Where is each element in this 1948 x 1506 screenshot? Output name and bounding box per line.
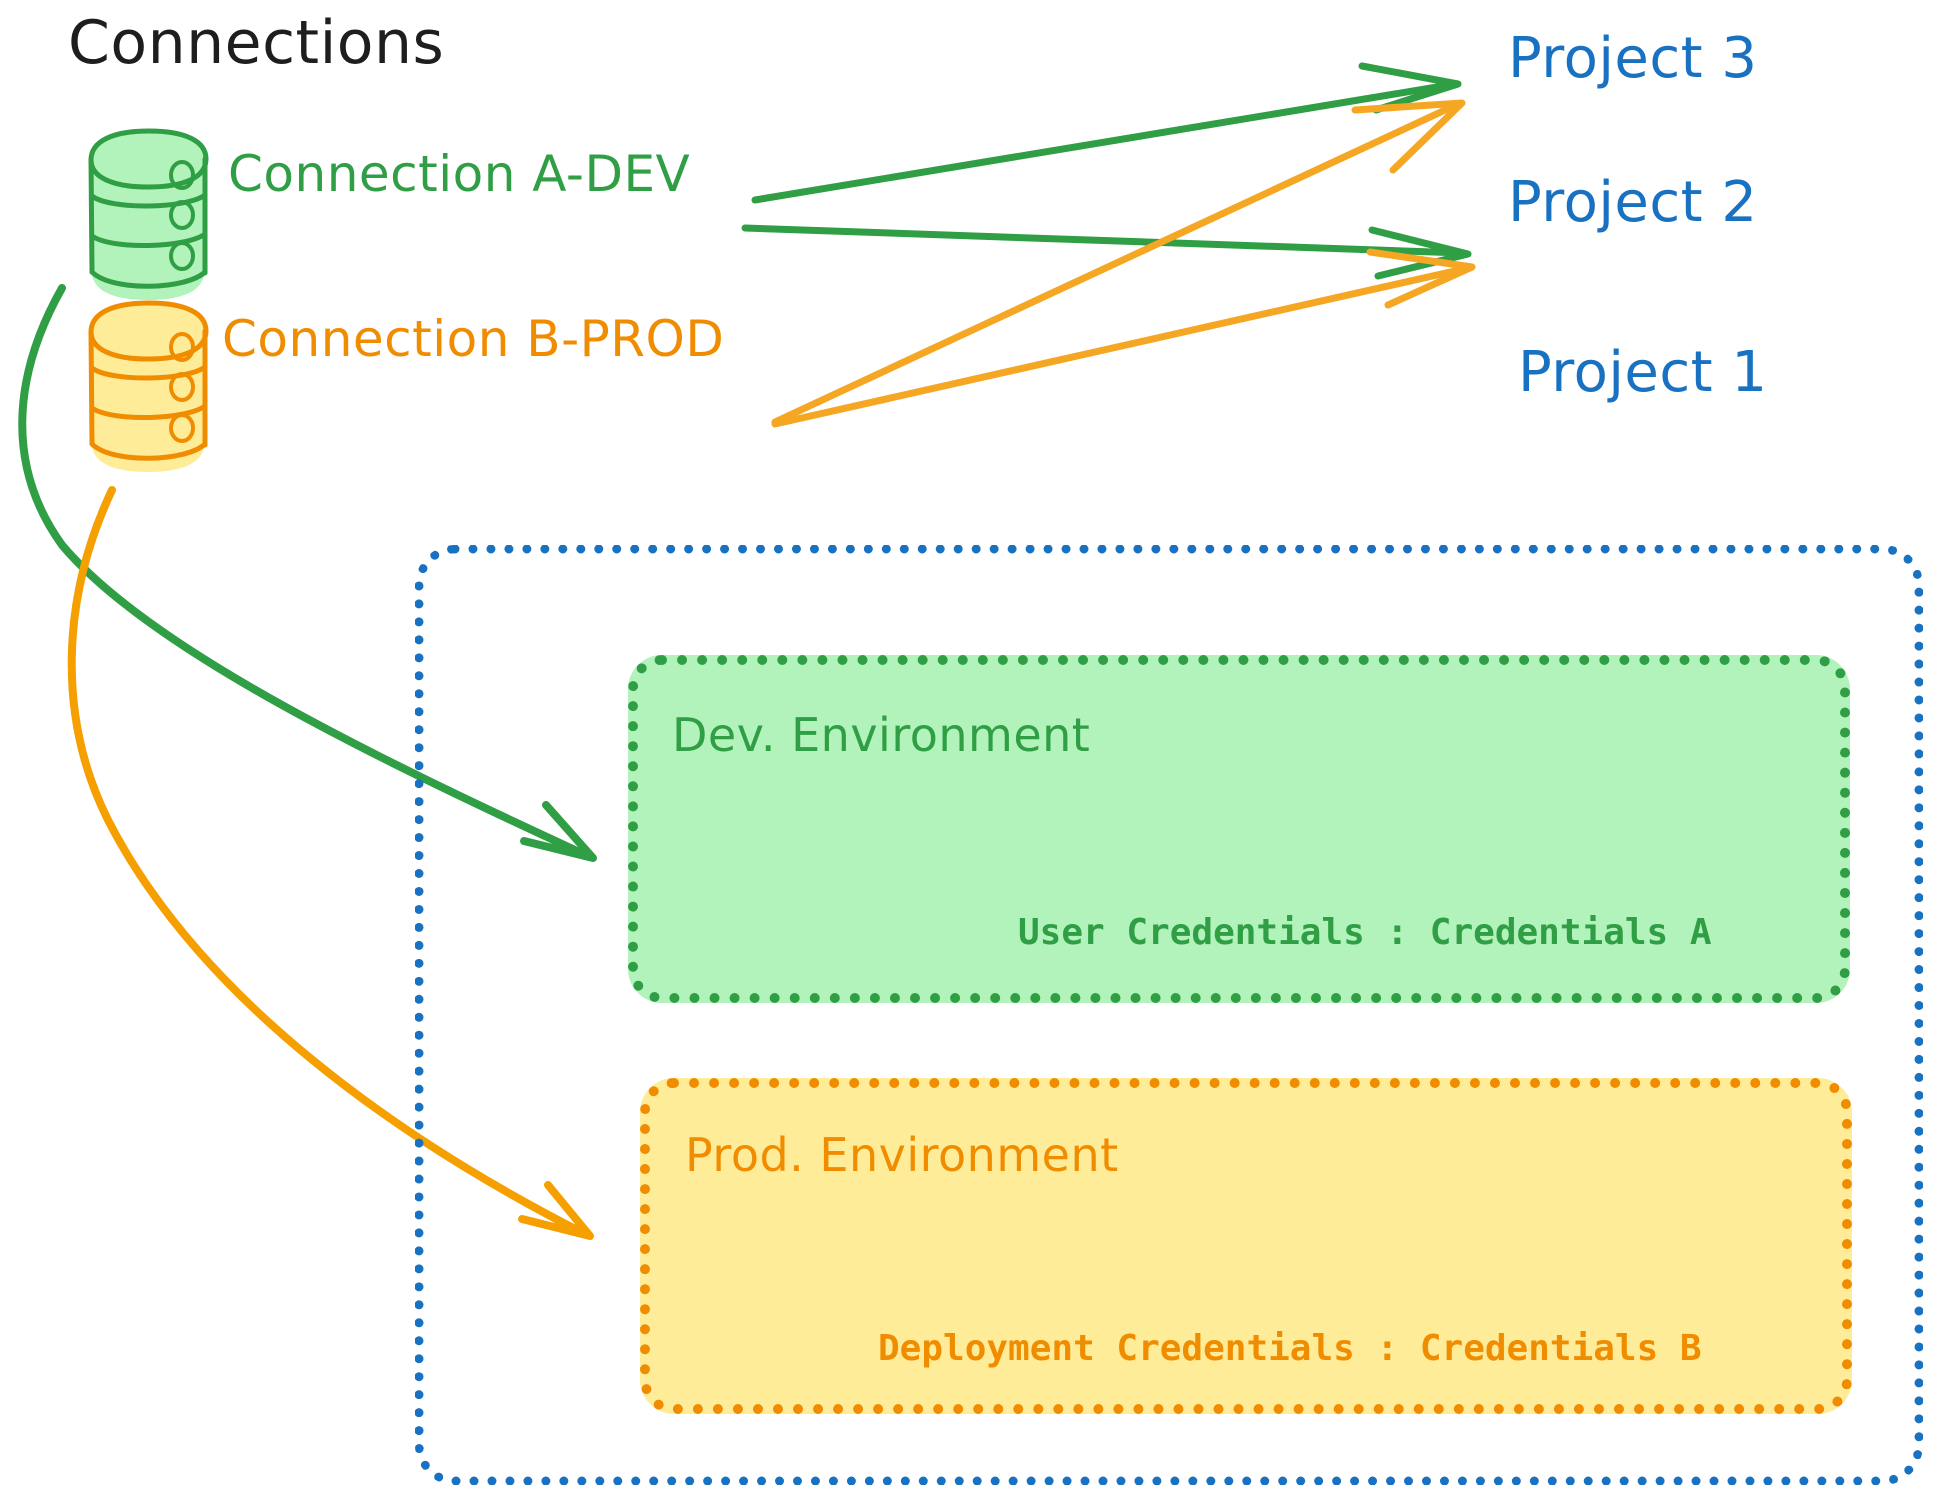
project-1-label: Project 1 — [1518, 340, 1768, 405]
edge-connection-b-prod-to-project-3 — [771, 99, 1466, 426]
prod-environment-credentials: Deployment Credentials : Credentials B — [878, 1328, 1702, 1369]
database-icon-connection-b-prod — [88, 300, 209, 472]
project-1-container — [415, 545, 1923, 1485]
prod-environment-box — [640, 1078, 1852, 1414]
edge-connection-a-dev-to-project-3 — [751, 62, 1462, 204]
edge-connection-b-prod-to-project-2 — [771, 248, 1476, 428]
connection-a-dev-label: Connection A-DEV — [228, 145, 691, 203]
connection-b-prod-label: Connection B-PROD — [222, 310, 725, 368]
dev-environment-credentials: User Credentials : Credentials A — [1018, 912, 1712, 953]
page-title: Connections — [68, 8, 445, 78]
edge-connection-a-dev-to-project-2 — [741, 224, 1472, 280]
dev-environment-box — [628, 655, 1850, 1003]
dev-environment-title: Dev. Environment — [672, 708, 1091, 762]
prod-environment-title: Prod. Environment — [685, 1128, 1119, 1182]
project-2-label: Project 2 — [1508, 170, 1758, 235]
project-3-label: Project 3 — [1508, 26, 1758, 91]
database-icon-connection-a-dev — [88, 128, 209, 300]
